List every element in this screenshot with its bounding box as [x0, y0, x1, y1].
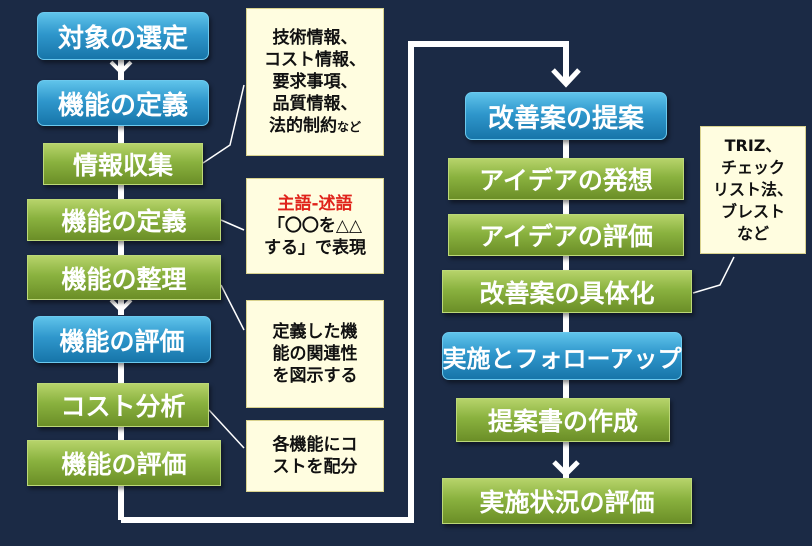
callout-line [692, 256, 735, 294]
substep-implementation-evaluation: 実施状況の評価 [442, 478, 692, 524]
note-line: チェック [720, 158, 785, 177]
substep-idea-evaluation: アイデアの評価 [448, 214, 684, 256]
note-line: を図示する [272, 366, 358, 386]
note-text-suffix: など [336, 119, 361, 134]
note-text: 法的制約 [268, 115, 337, 136]
arrow-down-icon [109, 60, 133, 75]
note-line: する」で表現 [264, 238, 366, 258]
note-line: 定義した機 [272, 322, 358, 342]
substep-cost-analysis: コスト分析 [37, 383, 209, 427]
note-line: TRIZ、 [724, 136, 782, 155]
note-heading: 主語-述語 [277, 194, 353, 214]
note-line: 技術情報、 [272, 27, 358, 48]
substep-idea-generation: アイデアの発想 [448, 158, 684, 200]
note-line: 法的制約など [269, 115, 361, 138]
callout-line [208, 409, 245, 449]
arrow-down-icon [551, 68, 581, 88]
note-line: 「〇〇を△△ [267, 216, 363, 236]
substep-improvement-detailing: 改善案の具体化 [442, 270, 692, 313]
note-cost-allocation: 各機能にコ ストを配分 [246, 420, 384, 492]
substep-function-organization: 機能の整理 [27, 255, 221, 300]
note-line: など [736, 224, 769, 243]
note-line: ストを配分 [272, 457, 358, 477]
callout-line [220, 219, 245, 231]
substep-function-definition: 機能の定義 [27, 199, 221, 241]
arrow-down-icon [552, 460, 580, 478]
substep-proposal-document: 提案書の作成 [456, 398, 670, 442]
note-line: ブレスト [720, 202, 785, 221]
note-line: 要求事項、 [272, 71, 358, 92]
note-information-types: 技術情報、 コスト情報、 要求事項、 品質情報、 法的制約など [246, 8, 384, 156]
callout-line [220, 284, 245, 331]
step-function-evaluation: 機能の評価 [33, 316, 211, 363]
step-improvement-proposal: 改善案の提案 [465, 92, 667, 140]
note-line: コスト情報、 [264, 49, 366, 70]
note-line: 能の関連性 [272, 344, 358, 364]
substep-function-evaluation: 機能の評価 [27, 440, 221, 486]
note-line: 品質情報、 [272, 93, 358, 114]
note-line: リスト法、 [712, 180, 793, 199]
step-target-selection: 対象の選定 [37, 12, 209, 60]
callout-line [202, 84, 245, 164]
note-definition-form: 主語-述語 「〇〇を△△ する」で表現 [246, 178, 384, 274]
step-implementation-followup: 実施とフォローアップ [442, 332, 682, 380]
arrow-down-icon [109, 298, 133, 313]
note-line: 各機能にコ [272, 435, 358, 455]
note-idea-methods: TRIZ、 チェック リスト法、 ブレスト など [700, 126, 806, 254]
note-organization: 定義した機 能の関連性 を図示する [246, 300, 384, 408]
substep-info-gathering: 情報収集 [43, 143, 203, 185]
step-function-definition: 機能の定義 [37, 80, 209, 126]
flow-connector-line [121, 41, 569, 523]
